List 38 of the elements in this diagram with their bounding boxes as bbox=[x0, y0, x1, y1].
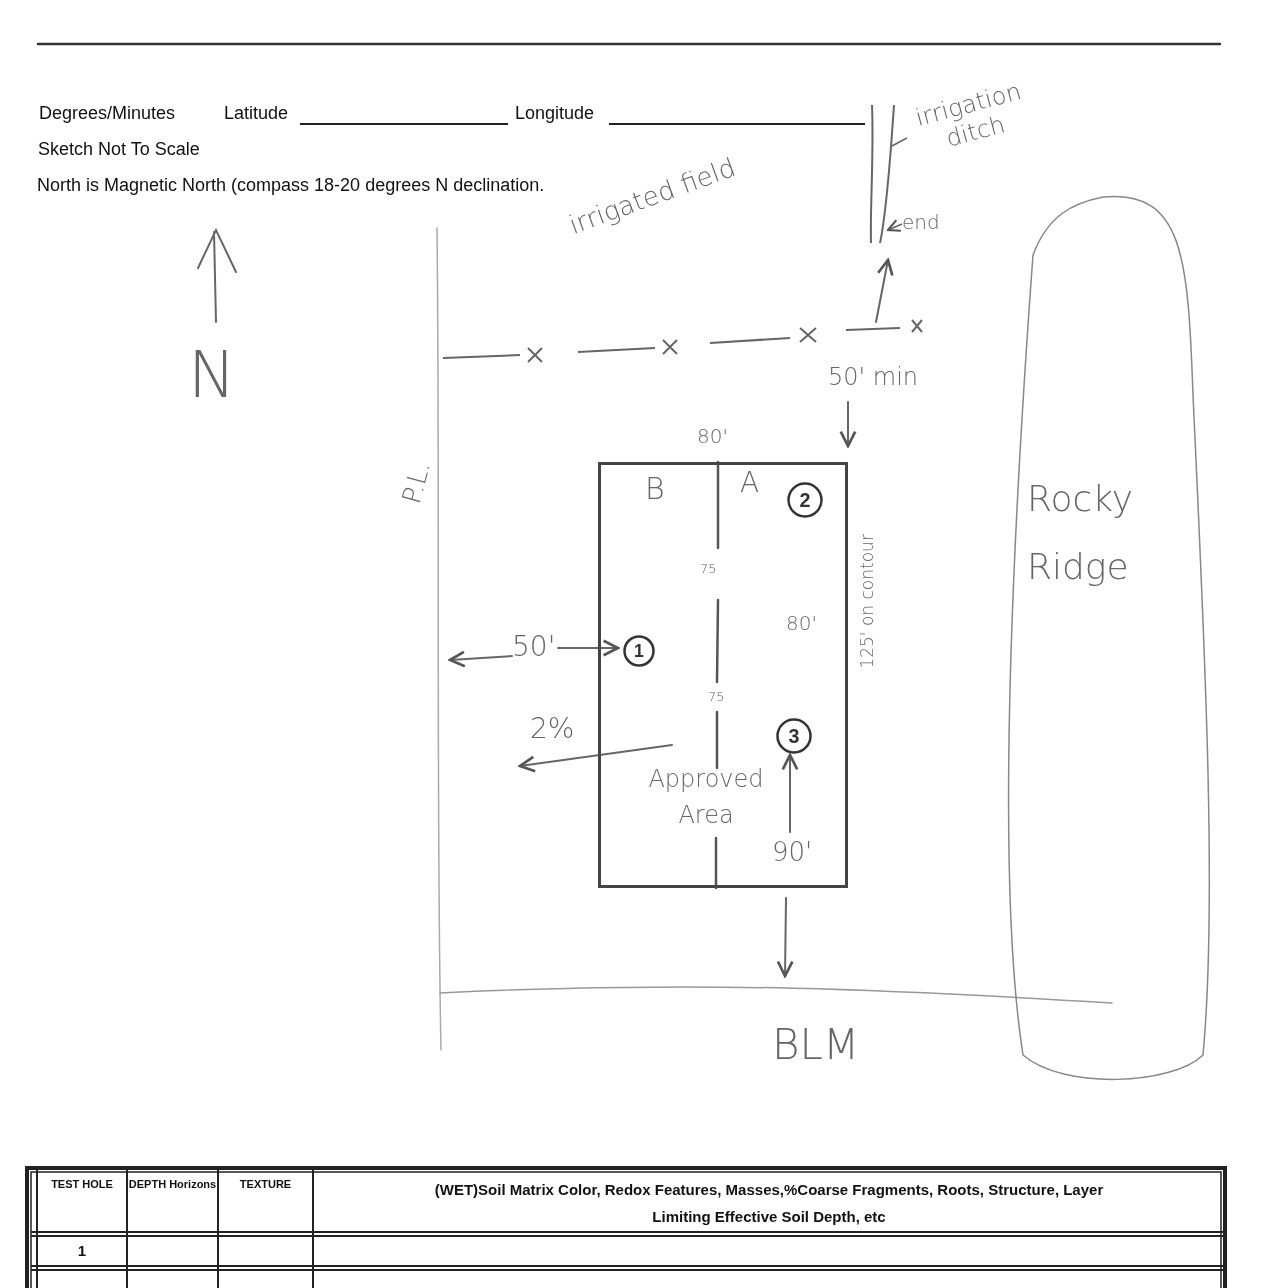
approved-area-outline bbox=[598, 462, 848, 888]
test-hole-circle bbox=[787, 482, 823, 518]
sketch-label: 50' bbox=[512, 632, 556, 663]
note-label: end bbox=[902, 210, 940, 234]
test-hole-circle bbox=[776, 718, 812, 754]
sketch-label: 125' on contour bbox=[857, 534, 877, 669]
sketch-label: 75 bbox=[708, 690, 725, 705]
sketch-label: 75 bbox=[700, 562, 717, 577]
test-hole-number: 3 bbox=[787, 724, 801, 749]
column-header: TEST HOLE bbox=[50, 1177, 114, 1192]
north-label: N bbox=[188, 340, 236, 411]
sketch-label: P.L. bbox=[397, 458, 436, 507]
leader-line bbox=[891, 137, 908, 147]
sketch-label: BLM bbox=[772, 1022, 860, 1069]
form-text: Longitude bbox=[515, 104, 595, 124]
form-text: Latitude bbox=[224, 104, 289, 124]
ditch-drawing bbox=[868, 105, 898, 243]
column-header: (WET)Soil Matrix Color, Redox Features, Masses,%Coarse Fragments, Roots, Structure, Layer Limiting Effective Soil Depth, etc bbox=[433, 1180, 1105, 1227]
test-hole-number: 2 bbox=[798, 488, 812, 513]
column-header: DEPTH Horizons bbox=[127, 1177, 218, 1192]
test-hole-circle bbox=[623, 635, 655, 667]
form-text: Degrees/Minutes bbox=[39, 104, 176, 124]
area-label: Rocky Ridge bbox=[1027, 477, 1135, 590]
sketch-label: A bbox=[740, 468, 760, 499]
sketch-label: 90' bbox=[772, 838, 813, 867]
test-hole-number: 1 bbox=[633, 640, 645, 663]
note-label: irrigation ditch bbox=[911, 75, 1026, 155]
area-label: Approved Area bbox=[647, 764, 765, 831]
table-cell-text: 1 bbox=[76, 1241, 88, 1261]
sketch-label: 50' min bbox=[828, 364, 919, 391]
column-header: TEXTURE bbox=[238, 1177, 293, 1192]
sketch-label: 80' bbox=[697, 425, 728, 447]
leader-line bbox=[886, 219, 903, 232]
sketch-label: 2% bbox=[530, 714, 575, 745]
form-text: North is Magnetic North (compass 18-20 degrees N declination. bbox=[37, 176, 545, 196]
sketch-label: 80' bbox=[786, 612, 817, 634]
form-text: Sketch Not To Scale bbox=[38, 140, 200, 160]
sketch-label: B bbox=[645, 472, 665, 505]
